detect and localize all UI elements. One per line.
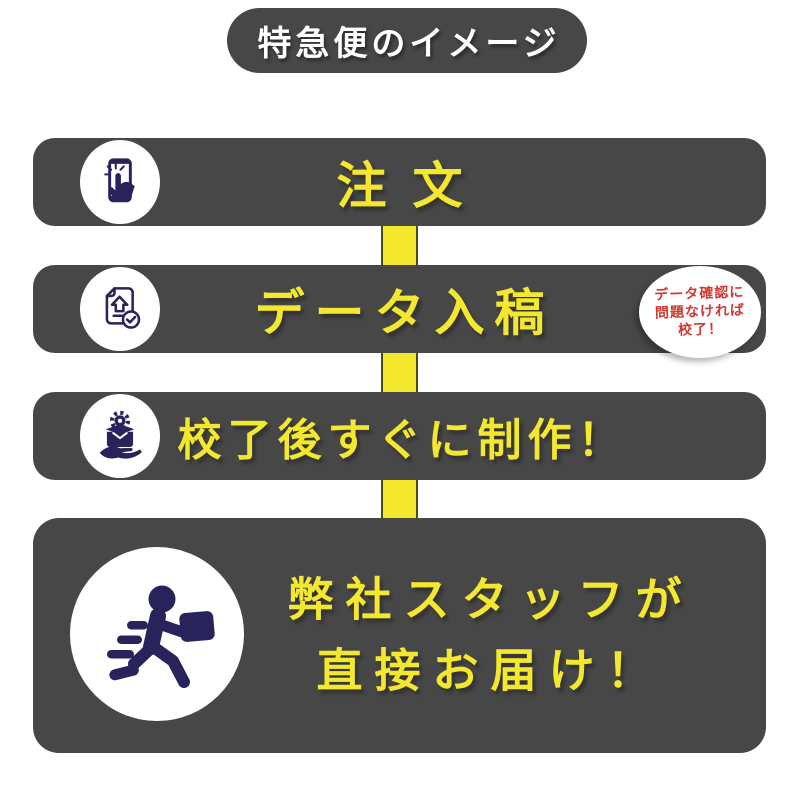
title-pill: 特急便のイメージ [227, 8, 587, 73]
step-order-bar: 注文 [33, 138, 766, 226]
step-data-submission-bar: データ入稿 データ確認に 問題なければ 校了！ [33, 265, 766, 358]
step-production-icon-circle [80, 394, 160, 478]
step-delivery-bar: 弊社スタッフが 直接お届け！ [33, 518, 766, 753]
flow-connector-2 [381, 349, 418, 397]
page-title: 特急便のイメージ [257, 25, 561, 63]
step-delivery-icon-circle [70, 547, 244, 721]
proof-note-line3: 校了！ [677, 320, 724, 338]
step-production-bar: 校了後すぐに制作！ [33, 392, 766, 480]
document-upload-icon [105, 287, 141, 329]
delivery-runner-icon [107, 585, 215, 688]
step-production-label: 校了後すぐに制作！ [177, 416, 628, 465]
flow-connector-1 [381, 222, 418, 270]
step-data-label: データ入稿 [254, 285, 555, 341]
step-delivery-label-line2: 直接お届け！ [316, 644, 665, 697]
proof-note-line2: 問題なければ [654, 301, 746, 321]
proof-note-text: データ確認に 問題なければ 校了！ [654, 284, 746, 341]
flow-connector-3 [381, 476, 418, 523]
smartphone-tap-icon [104, 158, 135, 203]
step-delivery-label-line1: 弊社スタッフが [287, 573, 694, 626]
production-hand-icon [99, 410, 142, 459]
step-delivery-label: 弊社スタッフが 直接お届け！ [213, 564, 756, 707]
step-data-icon-circle [80, 267, 160, 351]
step-order-label: 注文 [336, 158, 489, 214]
step-order-icon-circle [80, 140, 160, 224]
proof-note-badge: データ確認に 問題なければ 校了！ [639, 266, 761, 358]
